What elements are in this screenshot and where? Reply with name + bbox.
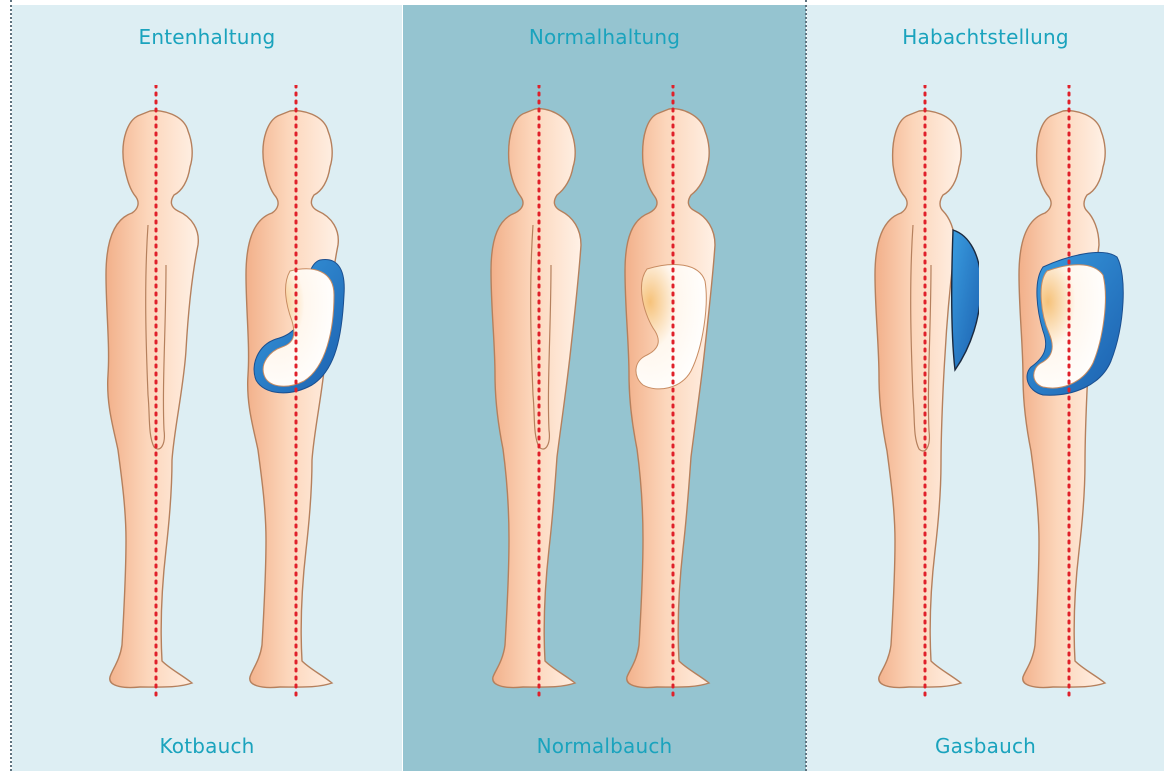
panel-caption: Normalbauch: [403, 734, 806, 758]
body-silhouette: [1019, 111, 1105, 688]
panel-normalhaltung: Normalhaltung Normalbauch: [403, 5, 806, 771]
panel-divider: [805, 0, 807, 771]
panel-habachtstellung: Habachtstellung Gasbauch: [807, 5, 1164, 771]
panel-title: Habachtstellung: [807, 25, 1164, 49]
panel-title: Entenhaltung: [12, 25, 402, 49]
panel-caption: Gasbauch: [807, 734, 1164, 758]
body-silhouette: [106, 111, 198, 688]
body-silhouette: [875, 111, 961, 688]
left-dotted-border: [10, 0, 12, 771]
figure-normalbauch: [617, 85, 727, 705]
figure-kotbauch: [240, 85, 350, 705]
panel-caption: Kotbauch: [12, 734, 402, 758]
panel-entenhaltung: Entenhaltung Kotbauch: [12, 5, 402, 771]
figure-gasbauch: [1013, 85, 1123, 705]
body-silhouette: [246, 111, 338, 688]
figure-entenhaltung-plain: [100, 85, 210, 705]
body-silhouette: [625, 109, 715, 688]
figure-habachtstellung-plain: [869, 85, 979, 705]
figure-normalhaltung-plain: [483, 85, 593, 705]
body-silhouette: [491, 109, 581, 688]
panel-title: Normalhaltung: [403, 25, 806, 49]
belly-blue-region: [952, 230, 979, 370]
